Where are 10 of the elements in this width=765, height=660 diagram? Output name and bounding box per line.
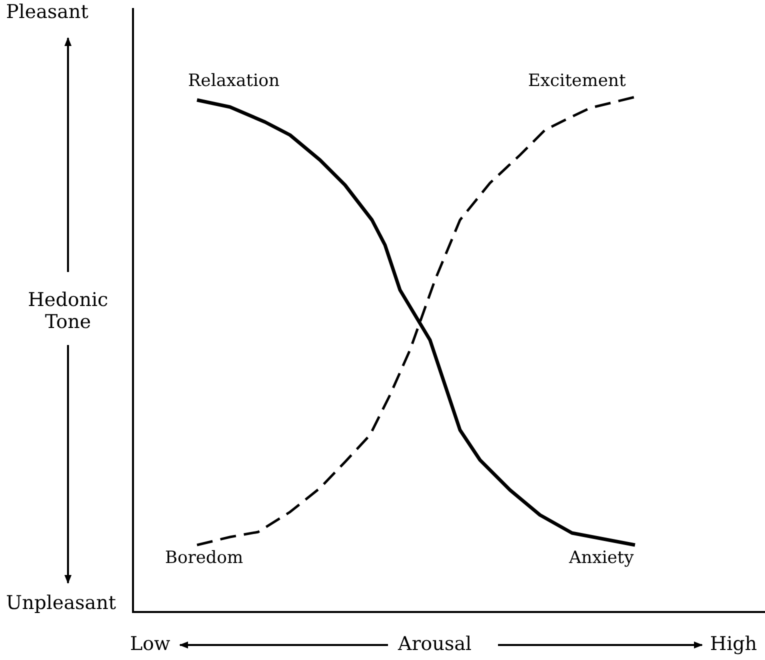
curve-label: Boredom	[165, 549, 244, 569]
curve-label: Excitement	[528, 72, 626, 92]
axis-end-label: Pleasant	[6, 2, 88, 24]
axis-title: Hedonic Tone	[26, 290, 110, 334]
curve-label: Anxiety	[569, 549, 634, 569]
curve-label: Relaxation	[188, 72, 280, 92]
axis-end-label: High	[710, 634, 758, 656]
axis-end-label: Low	[130, 634, 170, 656]
axis-title: Arousal	[398, 634, 472, 656]
axis-end-label: Unpleasant	[6, 593, 116, 615]
